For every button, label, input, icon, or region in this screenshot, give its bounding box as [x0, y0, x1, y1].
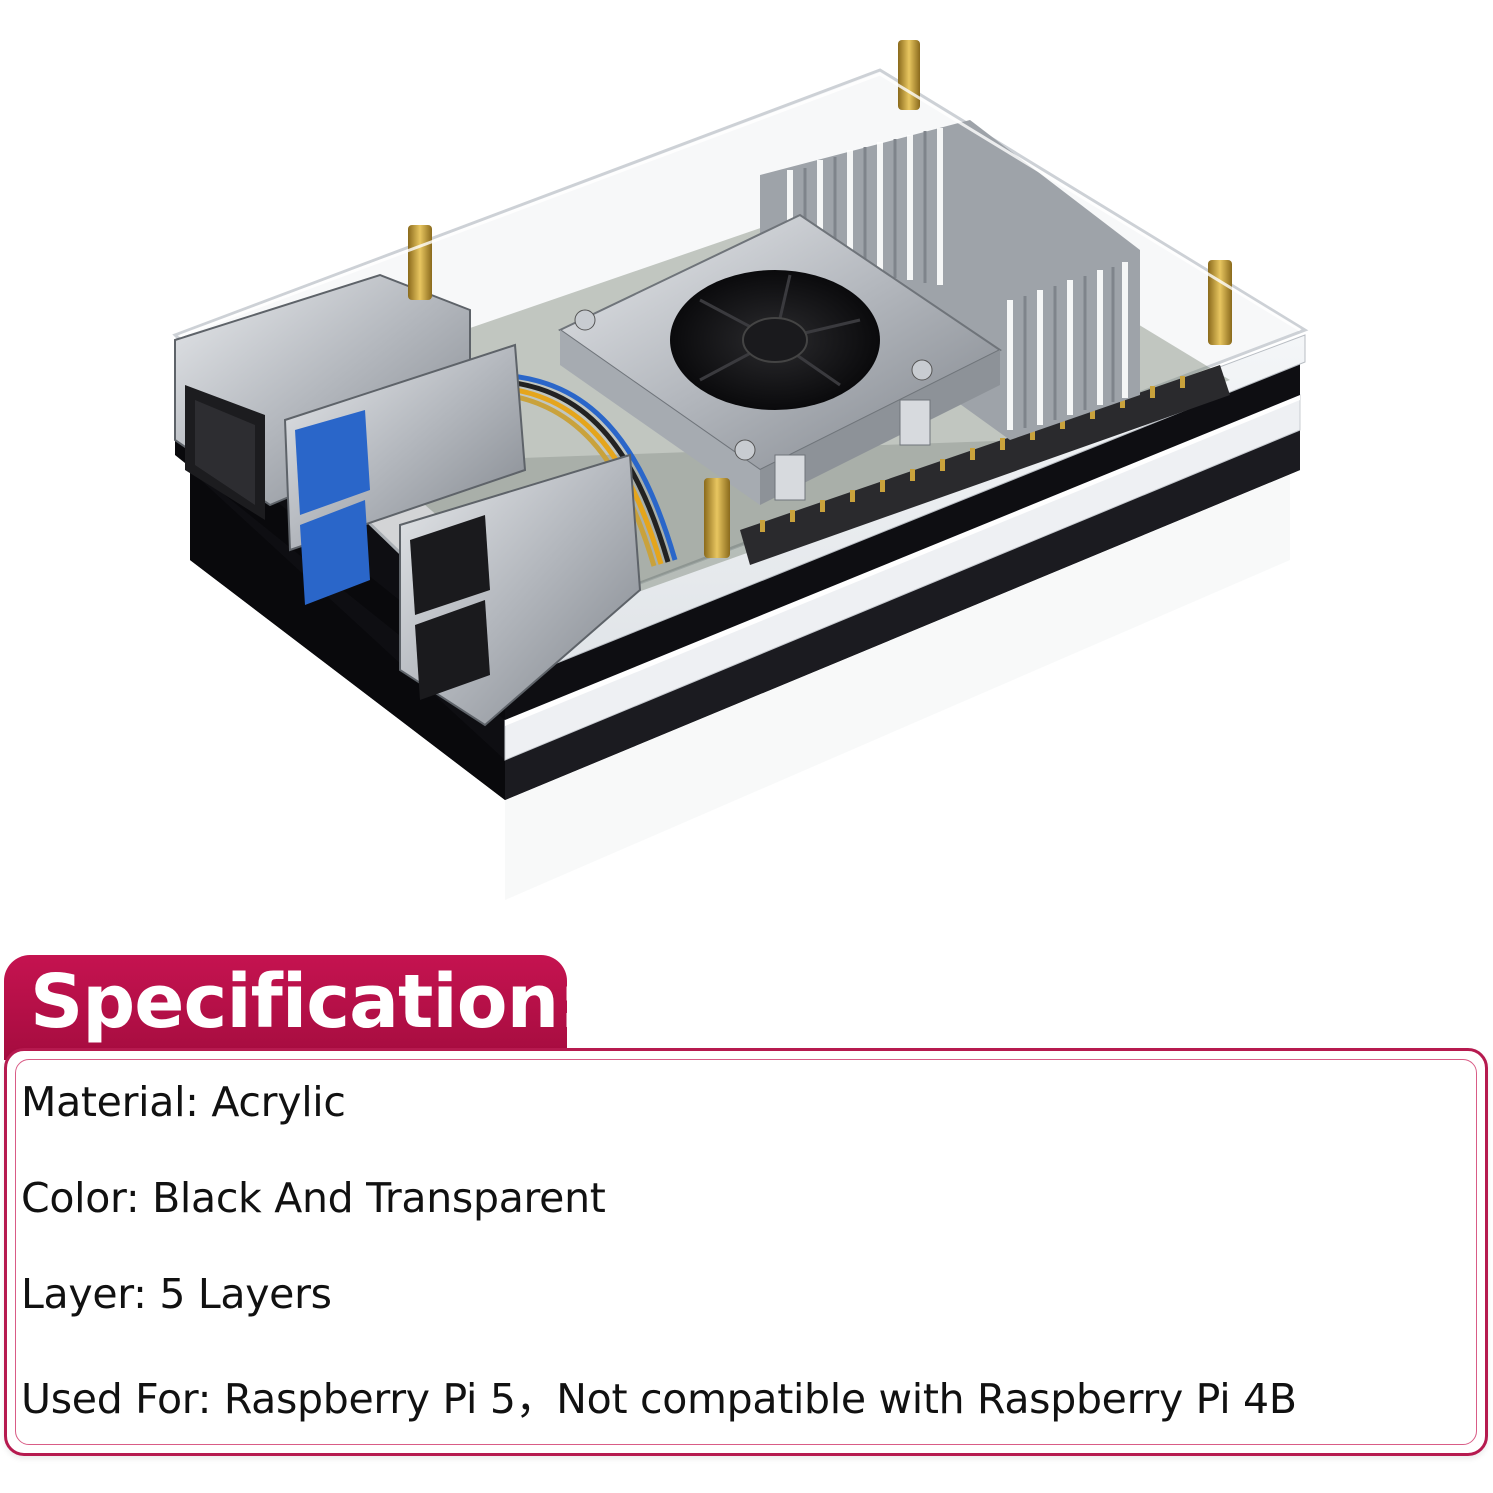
standoff-icon [898, 40, 920, 110]
spec-layer: Layer: 5 Layers [21, 1270, 332, 1318]
specification-inner-border [15, 1059, 1477, 1445]
spec-color: Color: Black And Transparent [21, 1174, 606, 1222]
screw-icon [574, 309, 596, 331]
usb3-port-icon [295, 410, 370, 515]
case-middle-layer [504, 394, 1301, 761]
screw-icon [911, 359, 933, 381]
spec-used-for: Used For: Raspberry Pi 5，Not compatible … [21, 1375, 1297, 1423]
specification-header: Specification: [4, 955, 588, 1060]
specification-panel: Material: Acrylic Color: Black And Trans… [4, 1048, 1488, 1456]
usb2-port-icon [415, 600, 490, 700]
usb-port-stack-left [283, 343, 527, 605]
standoff-icon [704, 478, 730, 558]
screw-icon [734, 439, 756, 461]
gpio-header [740, 365, 1230, 565]
usb3-port-icon [300, 500, 370, 605]
standoff-icon [1208, 260, 1232, 345]
floor-reflection [505, 470, 1290, 900]
fan-cooler [558, 213, 1002, 505]
usb2-port-icon [410, 515, 490, 615]
case-top-highlight [179, 72, 1301, 338]
usb-port-stack-right [399, 453, 642, 727]
specification-title: Specification: [30, 959, 588, 1045]
spec-material: Material: Acrylic [21, 1078, 346, 1126]
standoff-icon [408, 225, 432, 300]
product-photo [172, 40, 1309, 900]
